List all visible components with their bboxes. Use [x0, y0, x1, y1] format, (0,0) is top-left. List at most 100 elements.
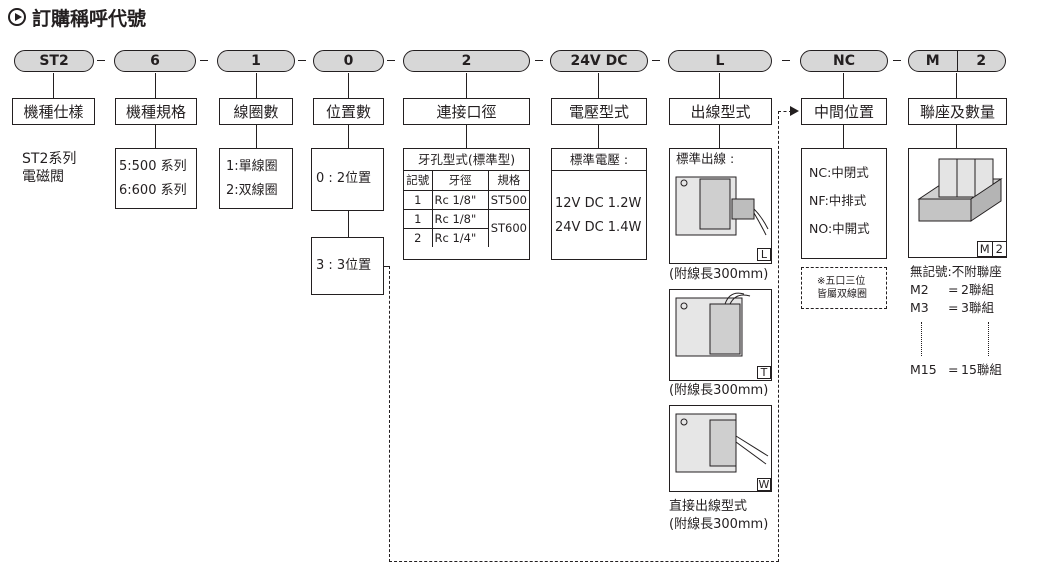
connector-line [256, 125, 258, 148]
voltage-title: 標準電壓 : [552, 149, 646, 171]
table-cell: ST600 [487, 208, 529, 247]
dashed-connector [384, 266, 390, 267]
connector-line [956, 125, 958, 148]
dashed-connector [778, 111, 779, 562]
table-cell: Rc 1/8" [431, 189, 489, 210]
connector-line [598, 73, 600, 98]
dashed-connector [778, 111, 792, 112]
connector-line [843, 73, 845, 98]
connector-line [155, 73, 157, 98]
separator-dash [782, 60, 790, 62]
code-pill-port: 2 [403, 50, 530, 72]
connector-line [348, 211, 350, 237]
manifold-tag-n: 2 [991, 242, 1007, 256]
dashed-connector [389, 561, 779, 562]
position-option: 0 : 2位置 [316, 171, 372, 186]
voltage-box: 標準電壓 : 12V DC 1.2W 24V DC 1.4W [551, 148, 647, 260]
wiring-box-L: 標準出線 : L [669, 148, 772, 264]
table-header-row: 記號 牙徑 規格 [404, 171, 529, 191]
valve-W-illustration [675, 413, 769, 473]
wiring-tag-L: L [757, 248, 771, 261]
legend-desc: 15聯組 [961, 362, 1002, 377]
header-voltage: 電壓型式 [551, 98, 647, 125]
legend-row: M15=15聯組 [910, 361, 1002, 379]
header-series: 機種仕樣 [12, 98, 95, 125]
connector-line [466, 73, 468, 98]
arrow-right-icon [790, 106, 799, 116]
separator-dash [200, 60, 208, 62]
legend-code: M2 [910, 282, 929, 297]
port-table-title: 牙孔型式(標準型) [404, 149, 529, 171]
port-table: 記號 牙徑 規格 1 Rc 1/8" ST500 1 Rc 1/8" ST600… [404, 171, 529, 247]
header-position: 位置數 [313, 98, 384, 125]
table-cell: Rc 1/4" [431, 227, 489, 247]
separator-dash [97, 60, 105, 62]
manifold-box: M 2 [908, 148, 1007, 258]
valve-T-illustration [675, 292, 751, 357]
legend-code: M3 [910, 300, 929, 315]
separator-dash [535, 60, 543, 62]
type-option: 1:單線圈 [226, 159, 278, 174]
wiring-box-T: T [669, 289, 772, 381]
legend-sep: = [948, 300, 959, 315]
position-option-box-0: 0 : 2位置 [311, 148, 384, 211]
voltage-option: 24V DC 1.4W [555, 220, 642, 235]
connector-line [843, 125, 845, 148]
table-cell: ST500 [487, 189, 529, 210]
code-pill-position: 0 [313, 50, 384, 72]
middle-note-box: ※五口三位 皆屬双線圈 [801, 267, 887, 309]
legend-desc: 不附聯座 [951, 264, 1002, 279]
series-desc-line2: 電磁閥 [22, 169, 64, 185]
legend-code: 無記號 [910, 264, 948, 279]
wiring-tag-T: T [757, 366, 771, 379]
type-options-box: 1:單線圈 2:双線圈 [219, 148, 293, 209]
separator-dash [387, 60, 395, 62]
manifold-tag-m: M [979, 242, 990, 256]
separator-dash [298, 60, 306, 62]
ellipsis-dots [921, 322, 922, 356]
table-cell: 1 [404, 208, 433, 229]
code-pill-middle: NC [800, 50, 888, 72]
page-title: 訂購稱呼代號 [8, 4, 146, 30]
position-option-box-3: 3 : 3位置 [311, 237, 384, 295]
middle-option: NF:中排式 [809, 193, 867, 208]
middle-note-line: ※五口三位 [817, 276, 866, 287]
legend-row: M2=2聯組 [910, 281, 994, 299]
wiring-tag-W: W [757, 478, 771, 491]
code-pill-type: 1 [217, 50, 295, 72]
legend-sep: : [947, 264, 952, 279]
header-size: 機種規格 [115, 98, 197, 125]
table-cell: 2 [404, 227, 433, 247]
middle-note-line: 皆屬双線圈 [817, 289, 867, 300]
column-header: 牙徑 [431, 171, 489, 191]
table-row: 1 Rc 1/8" ST600 [404, 208, 529, 247]
code-pill-series: ST2 [14, 50, 94, 72]
code-pill-size: 6 [114, 50, 196, 72]
column-header: 記號 [404, 171, 433, 191]
wiring-caption: (附線長300mm) [669, 517, 769, 532]
manifold-tag: M 2 [977, 241, 1007, 257]
code-pill-manifold-m: M [925, 53, 940, 69]
connector-line [719, 73, 721, 98]
legend-row: 無記號:不附聯座 [910, 263, 1002, 281]
legend-code: M15 [910, 362, 937, 377]
voltage-option: 12V DC 1.2W [555, 196, 642, 211]
header-wiring: 出線型式 [669, 98, 772, 125]
connector-line [466, 125, 468, 148]
code-pill-voltage: 24V DC [550, 50, 648, 72]
middle-options-box: NC:中閉式 NF:中排式 NO:中開式 [801, 148, 887, 259]
ellipsis-dots [988, 322, 989, 356]
table-row: 1 Rc 1/8" ST500 [404, 189, 529, 210]
table-cell: Rc 1/8" [431, 208, 489, 229]
size-options-box: 5:500 系列 6:600 系列 [115, 148, 197, 209]
column-header: 規格 [487, 171, 529, 191]
wiring-caption: 直接出線型式 [669, 499, 748, 514]
legend-sep: = [948, 282, 959, 297]
wiring-caption: (附線長300mm) [669, 267, 769, 282]
separator-dash [652, 60, 660, 62]
legend-row: M3=3聯組 [910, 299, 994, 317]
connector-line [348, 73, 350, 98]
header-middle: 中間位置 [801, 98, 887, 125]
wiring-caption: (附線長300mm) [669, 383, 769, 398]
table-cell: 1 [404, 189, 433, 210]
